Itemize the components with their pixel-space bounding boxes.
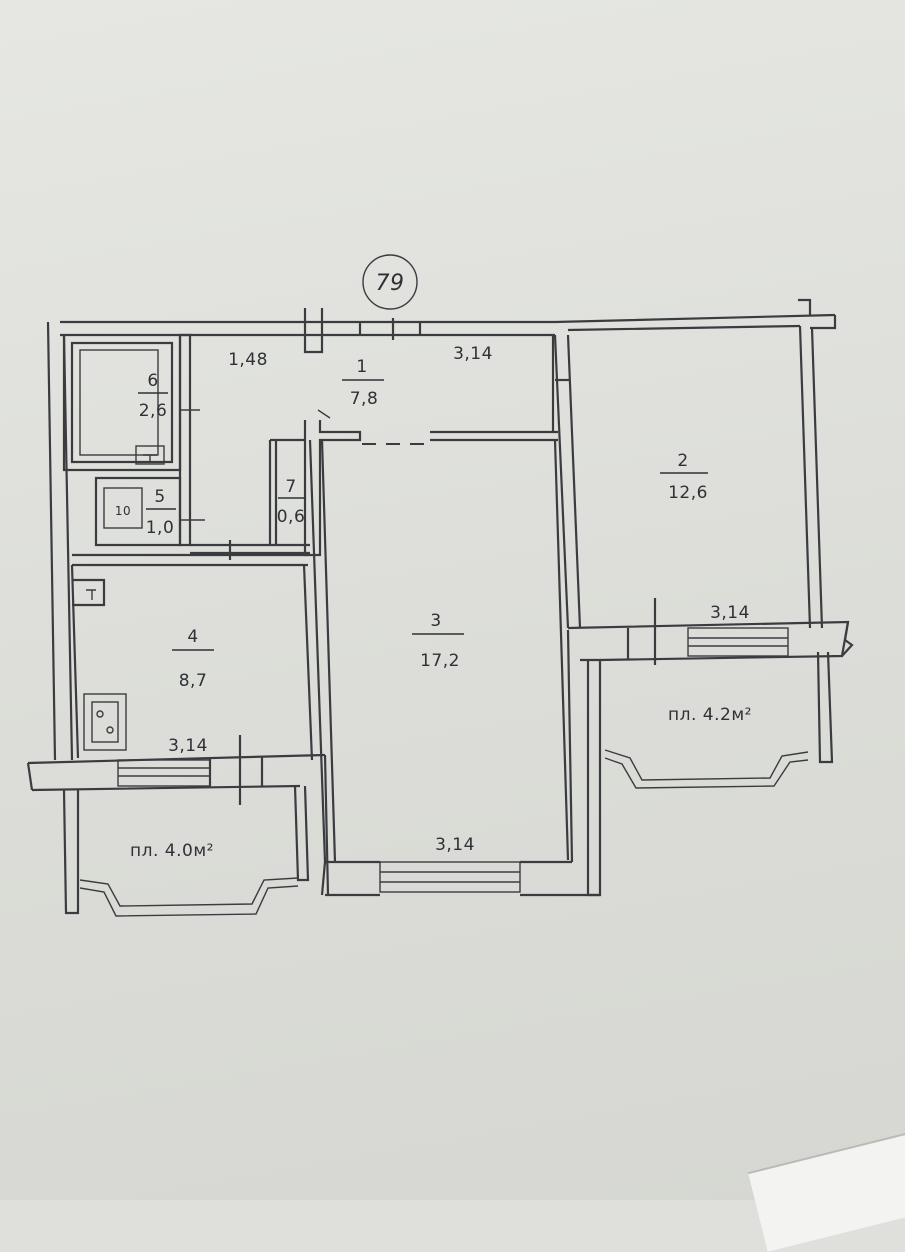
room-3-number: 3 [430,611,441,631]
dim-room4-window: 3,14 [168,736,208,756]
dim-room2-window: 3,14 [710,603,750,623]
room-6-area: 2,6 [139,401,168,421]
room-7-area: 0,6 [277,507,306,527]
dim-hall-right: 3,14 [453,344,493,364]
room-1-number: 1 [356,357,367,377]
toilet-symbol: 10 [115,504,131,518]
room-2-window-wall [568,598,852,895]
balcony-right-area: пл. 4.2м² [668,705,752,725]
room-3-window [380,862,520,892]
apartment-number: 79 [376,271,405,296]
room-4-window [118,760,210,786]
dim-hall-left: 1,48 [228,350,268,370]
floor-plan: 79 [0,0,905,1200]
room-2-number: 2 [677,451,688,471]
room-4-number: 4 [187,627,198,647]
balcony-left-area: пл. 4.0м² [130,841,214,861]
room-5-number: 5 [154,487,165,507]
room-2-window [688,628,788,656]
room-2-area: 12,6 [668,483,708,503]
room-6-number: 6 [147,371,158,391]
room-5-area: 1,0 [146,518,175,538]
room-1-area: 7,8 [350,389,379,409]
room-3-area: 17,2 [420,651,460,671]
dim-room3-window: 3,14 [435,835,475,855]
bathroom-block [64,335,205,545]
room-4-area: 8,7 [179,671,208,691]
room-7-number: 7 [285,477,296,497]
